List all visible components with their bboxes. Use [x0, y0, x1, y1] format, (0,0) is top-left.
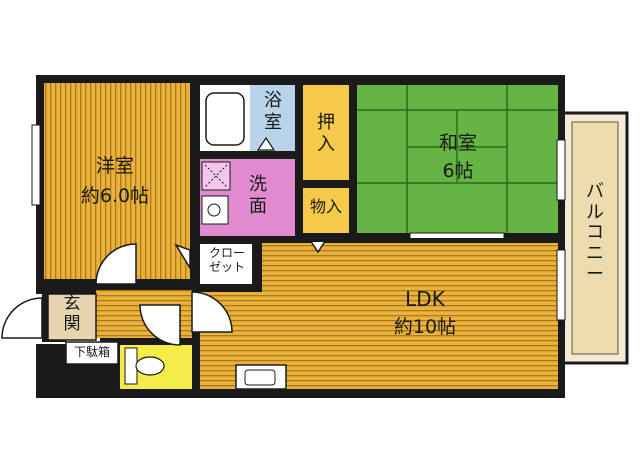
- bath-room-label: 浴 室: [264, 90, 282, 133]
- japanese-room-name: 和室: [438, 132, 477, 154]
- mono-label: 物入: [309, 197, 342, 216]
- genkan-label: 玄 関: [63, 294, 81, 335]
- western-room-size: 約6.0帖: [80, 185, 150, 207]
- oshiire-label: 押 入: [317, 112, 335, 155]
- balcony-label: バ ル コ ニ ー: [586, 181, 604, 285]
- japanese-room-size: 6帖: [442, 160, 474, 182]
- closet: [200, 244, 252, 284]
- bath-room: [250, 85, 295, 151]
- western-room-name: 洋室: [95, 155, 134, 177]
- interior-walls: [40, 80, 563, 292]
- toilet-room: [120, 345, 192, 389]
- genkan: [47, 293, 97, 341]
- windows: [31, 124, 566, 321]
- shoe-cabinet: [65, 341, 119, 365]
- ldk-room: [200, 243, 558, 390]
- ldk-size: 約10帖: [393, 316, 457, 338]
- wash-room-label: 洗 面: [249, 174, 267, 217]
- oshiire-closet: [303, 85, 349, 180]
- doors: [1, 239, 328, 346]
- ldk-name: LDK: [405, 287, 445, 311]
- balcony: [561, 111, 629, 365]
- western-room: [44, 83, 190, 279]
- japanese-room: [357, 85, 558, 233]
- mono-storage: [303, 188, 349, 233]
- closet-label: クロー ゼット: [208, 246, 245, 275]
- shoe-cabinet-label: 下駄箱: [73, 345, 110, 359]
